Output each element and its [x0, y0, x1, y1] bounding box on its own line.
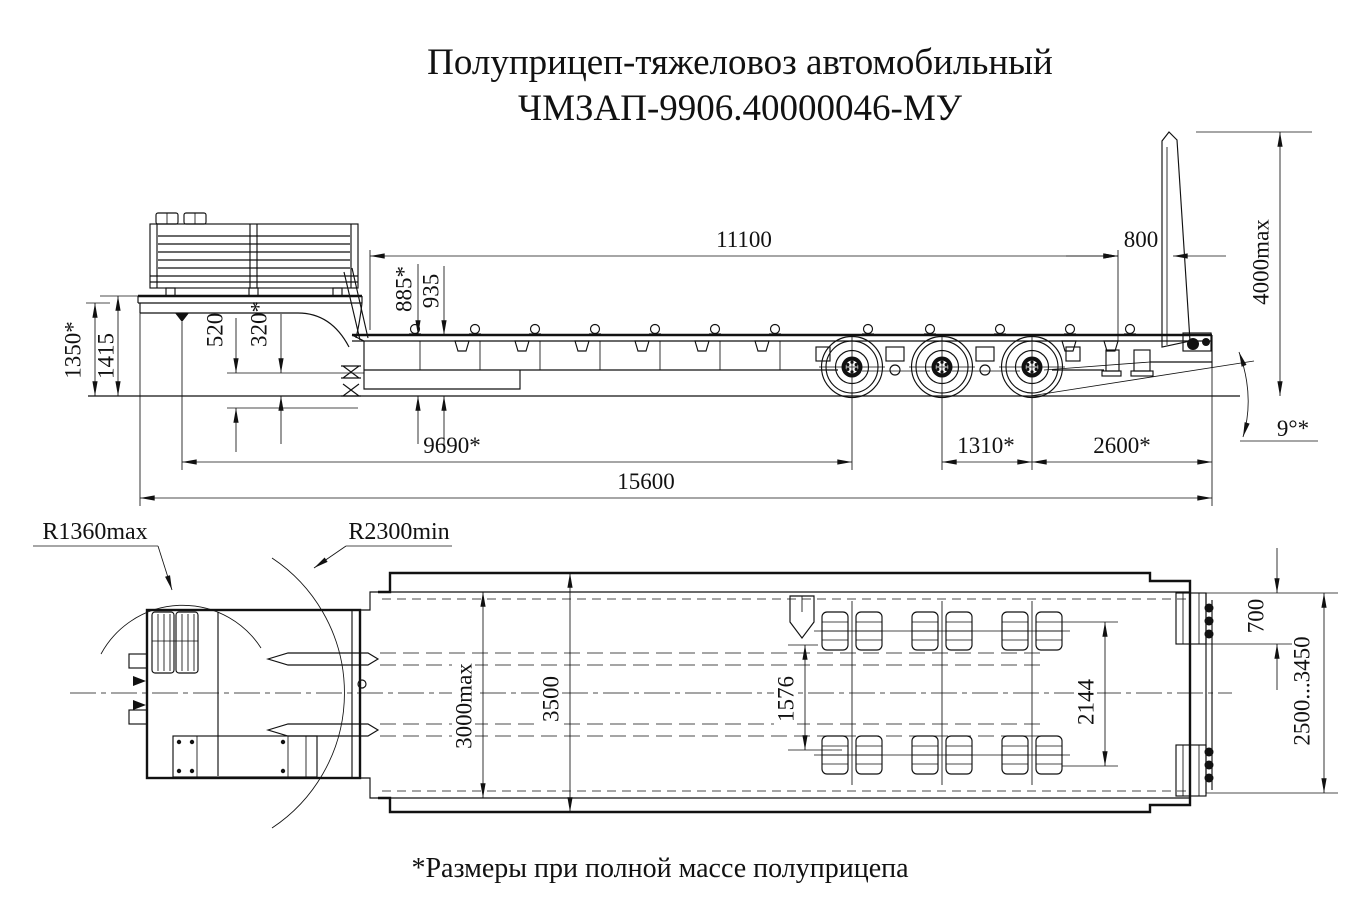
dim-label-clearance-radius: R2300min [348, 519, 449, 545]
ramps-top [1175, 592, 1214, 797]
platform-top [70, 571, 1232, 814]
dim-kingpin-to-axle1: 9690* [139, 303, 852, 506]
dim-label-ramp-height: 4000max [1249, 219, 1274, 305]
dim-label-axle-base: 1310* [957, 433, 1015, 458]
spare-wheels [151, 611, 199, 674]
dim-ramp-offset: 800 [1066, 227, 1226, 259]
dim-gooseneck-height: 1415 [94, 295, 138, 396]
wheel-axle-2 [909, 334, 975, 470]
dim-axle3-to-rear: 2600* [1032, 368, 1213, 506]
drawing-model-number: ЧМЗАП-9906.40000046-МУ [518, 88, 963, 129]
dim-label-clearance-520: 520 [203, 313, 228, 348]
dim-track-inner: 1576 [774, 644, 842, 751]
dim-label-ramp-width: 700 [1244, 599, 1269, 634]
wheel-axle-3 [999, 334, 1065, 470]
dim-label-overall-width: 3500 [539, 676, 564, 722]
rear-support-jacks [1101, 349, 1154, 377]
dim-label-axle3-to-rear: 2600* [1093, 433, 1151, 458]
turning-radii: R1360max R2300min [33, 519, 452, 829]
wheels-top [814, 601, 1070, 785]
dim-overall-length: 15600 [140, 469, 1212, 501]
dim-label-ramp-angle: 9°* [1277, 416, 1309, 441]
dim-ramp-angle: 9°* [1238, 351, 1318, 442]
footnote: *Размеры при полной массе полуприцепа [411, 853, 909, 884]
dim-ramp-spacing-range: 2500...3450 [1206, 593, 1338, 794]
dim-ramp-width: 700 [1206, 548, 1338, 690]
dim-axle-base: 1310* [942, 433, 1032, 465]
top-view: R1360max R2300min 3000max 3500 1576 2144 [33, 519, 1338, 829]
dim-label-load-height: 935 [419, 274, 444, 309]
dim-label-platform-width-max: 3000max [452, 663, 477, 749]
deck-side [351, 333, 1213, 390]
dim-label-ramp-offset: 800 [1124, 227, 1159, 252]
dim-label-load-height-laden: 885* [392, 266, 417, 312]
dim-label-gooseneck-height-laden: 1350* [61, 321, 86, 379]
front-rack [149, 212, 359, 297]
dim-clearance-520: 520 [203, 313, 364, 452]
wheel-axle-1 [819, 334, 885, 470]
dim-platform-width-max: 3000max [452, 592, 486, 798]
dim-label-track-inner: 1576 [774, 676, 799, 722]
dim-gooseneck-height-laden: 1350* [61, 302, 110, 396]
dim-label-clearance-320: 320* [247, 301, 272, 347]
loading-ramp-raised [1161, 131, 1212, 352]
tie-down-rings [409, 323, 1136, 335]
dim-label-gooseneck-height: 1415 [94, 333, 119, 379]
dim-clearance-320: 320* [247, 301, 284, 444]
drawing-title: Полуприцеп-тяжеловоз автомобильный [427, 42, 1053, 83]
dim-label-track: 2144 [1074, 679, 1099, 726]
dim-label-overall-length: 15600 [617, 469, 675, 494]
tool-box [172, 735, 318, 778]
dim-label-kingpin-to-axle1: 9690* [423, 433, 481, 458]
departure-angle-line [1029, 360, 1255, 397]
dim-label-deck-length: 11100 [716, 227, 772, 252]
dim-label-ramp-spacing-range: 2500...3450 [1290, 636, 1315, 745]
dim-deck-length: 11100 [369, 227, 1119, 341]
dim-overall-width: 3500 [539, 573, 573, 812]
side-view: 11100 800 4000max 1350* 1415 520 [61, 131, 1318, 506]
dim-ramp-height: 4000max [1196, 131, 1312, 396]
kingpin-mark [175, 313, 189, 322]
dim-load-height-laden: 885* [392, 264, 421, 444]
dim-load-height: 935 [419, 266, 447, 446]
dim-track: 2144 [1062, 621, 1118, 767]
gooseneck-top [128, 591, 378, 799]
dim-label-front-swing-radius: R1360max [42, 519, 147, 545]
